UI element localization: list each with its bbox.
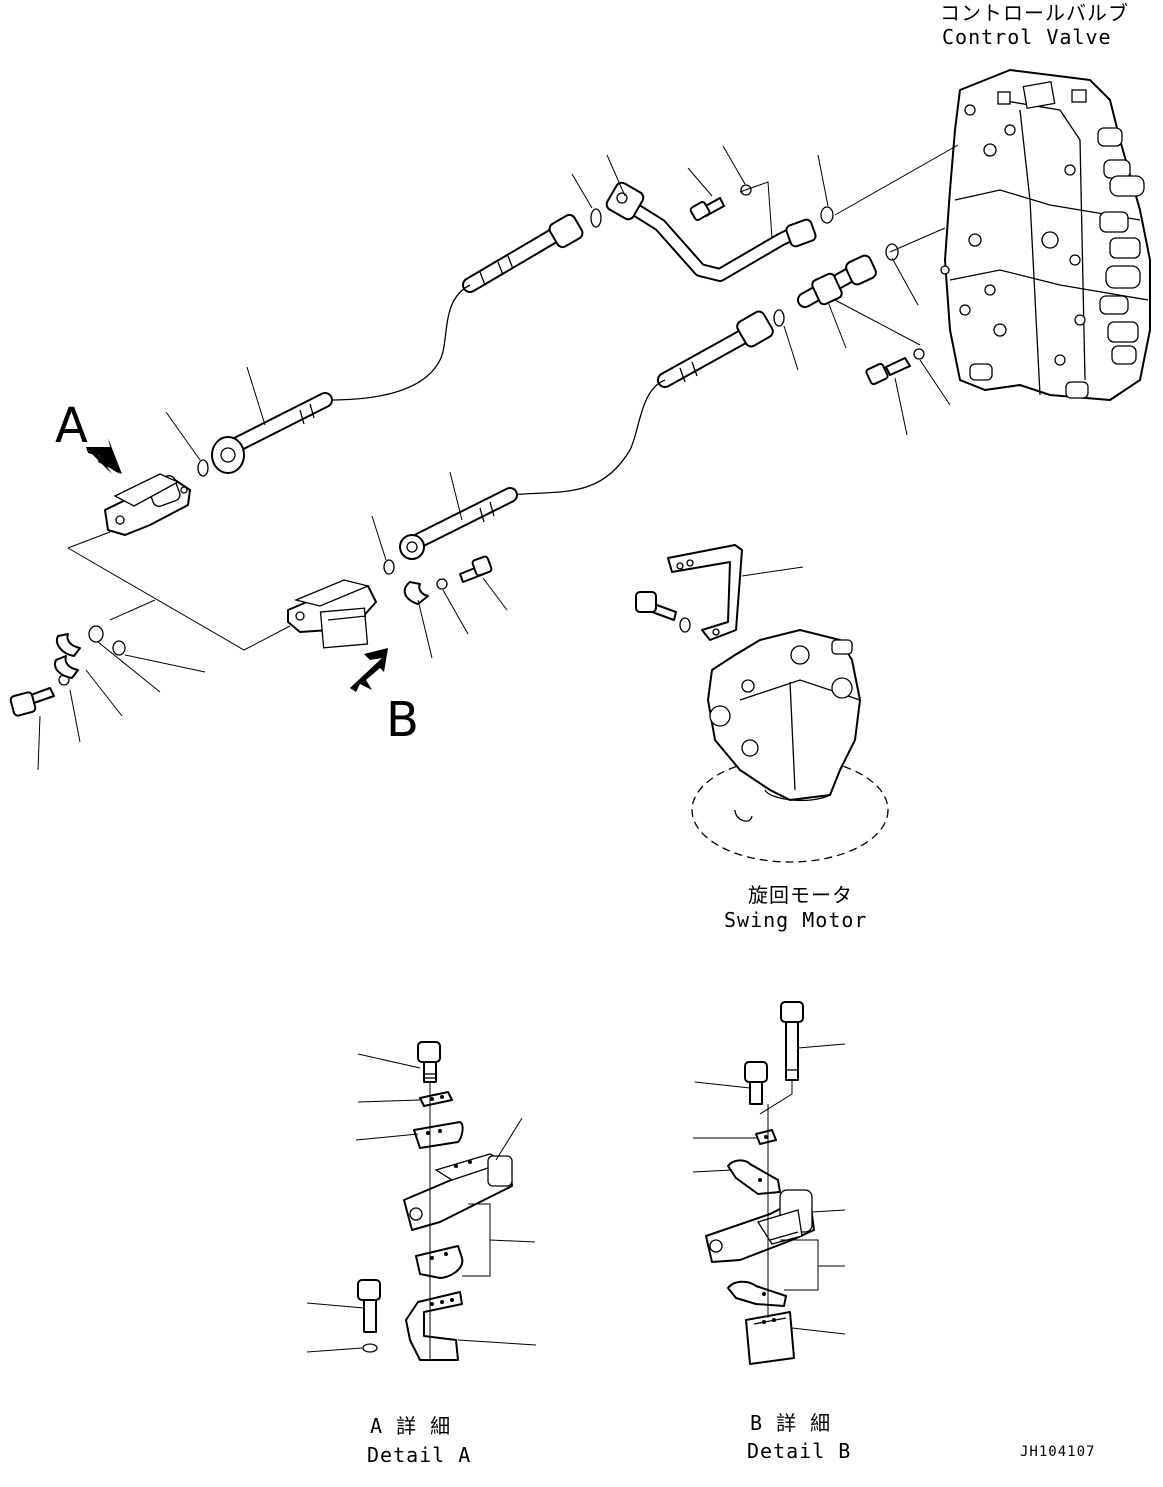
- control-valve-label-en: Control Valve: [942, 25, 1112, 49]
- bracket-bolt: [635, 591, 691, 633]
- bolt-lower: [403, 555, 493, 605]
- clamp-block-b: [287, 579, 377, 649]
- detail-b-label-en: Detail B: [747, 1439, 851, 1463]
- bolt-left: [9, 625, 104, 717]
- swing-motor-label-jp: 旋回モータ: [748, 883, 853, 907]
- view-b-letter: B: [386, 692, 419, 748]
- control-valve: [940, 69, 1151, 401]
- swing-motor-bracket: [667, 544, 743, 641]
- o-ring: [383, 559, 395, 575]
- bent-pipe-upper: [605, 181, 817, 282]
- view-arrow-a-icon: [86, 438, 122, 474]
- detail-b: [705, 1001, 815, 1365]
- bolt-right: [865, 348, 925, 386]
- elbow-fitting: [797, 254, 921, 346]
- detail-a-label-en: Detail A: [367, 1443, 471, 1467]
- clamp-block-a: [104, 473, 191, 536]
- hose-middle: [509, 310, 774, 496]
- o-ring: [820, 206, 834, 224]
- control-valve-label-jp: コントロールバルブ: [940, 1, 1129, 25]
- o-ring: [112, 640, 126, 656]
- drawing-code: JH104107: [1020, 1444, 1095, 1460]
- detail-a-label-jp: A 詳 細: [370, 1414, 451, 1438]
- o-ring: [590, 208, 602, 228]
- detail-b-label-jp: B 詳 細: [750, 1411, 831, 1435]
- view-arrow-b-icon: [350, 648, 388, 692]
- view-a-letter: A: [55, 398, 88, 454]
- hose-upper: [324, 213, 584, 401]
- bolt-upper: [689, 184, 752, 221]
- hose-to-detail-a: [211, 392, 333, 474]
- o-ring: [197, 459, 209, 477]
- swing-motor: [691, 629, 889, 863]
- o-ring: [773, 309, 785, 327]
- detail-a: [357, 1041, 513, 1361]
- o-ring: [885, 243, 899, 261]
- hose-to-detail-b: [399, 487, 518, 560]
- swing-motor-label-en: Swing Motor: [724, 908, 867, 932]
